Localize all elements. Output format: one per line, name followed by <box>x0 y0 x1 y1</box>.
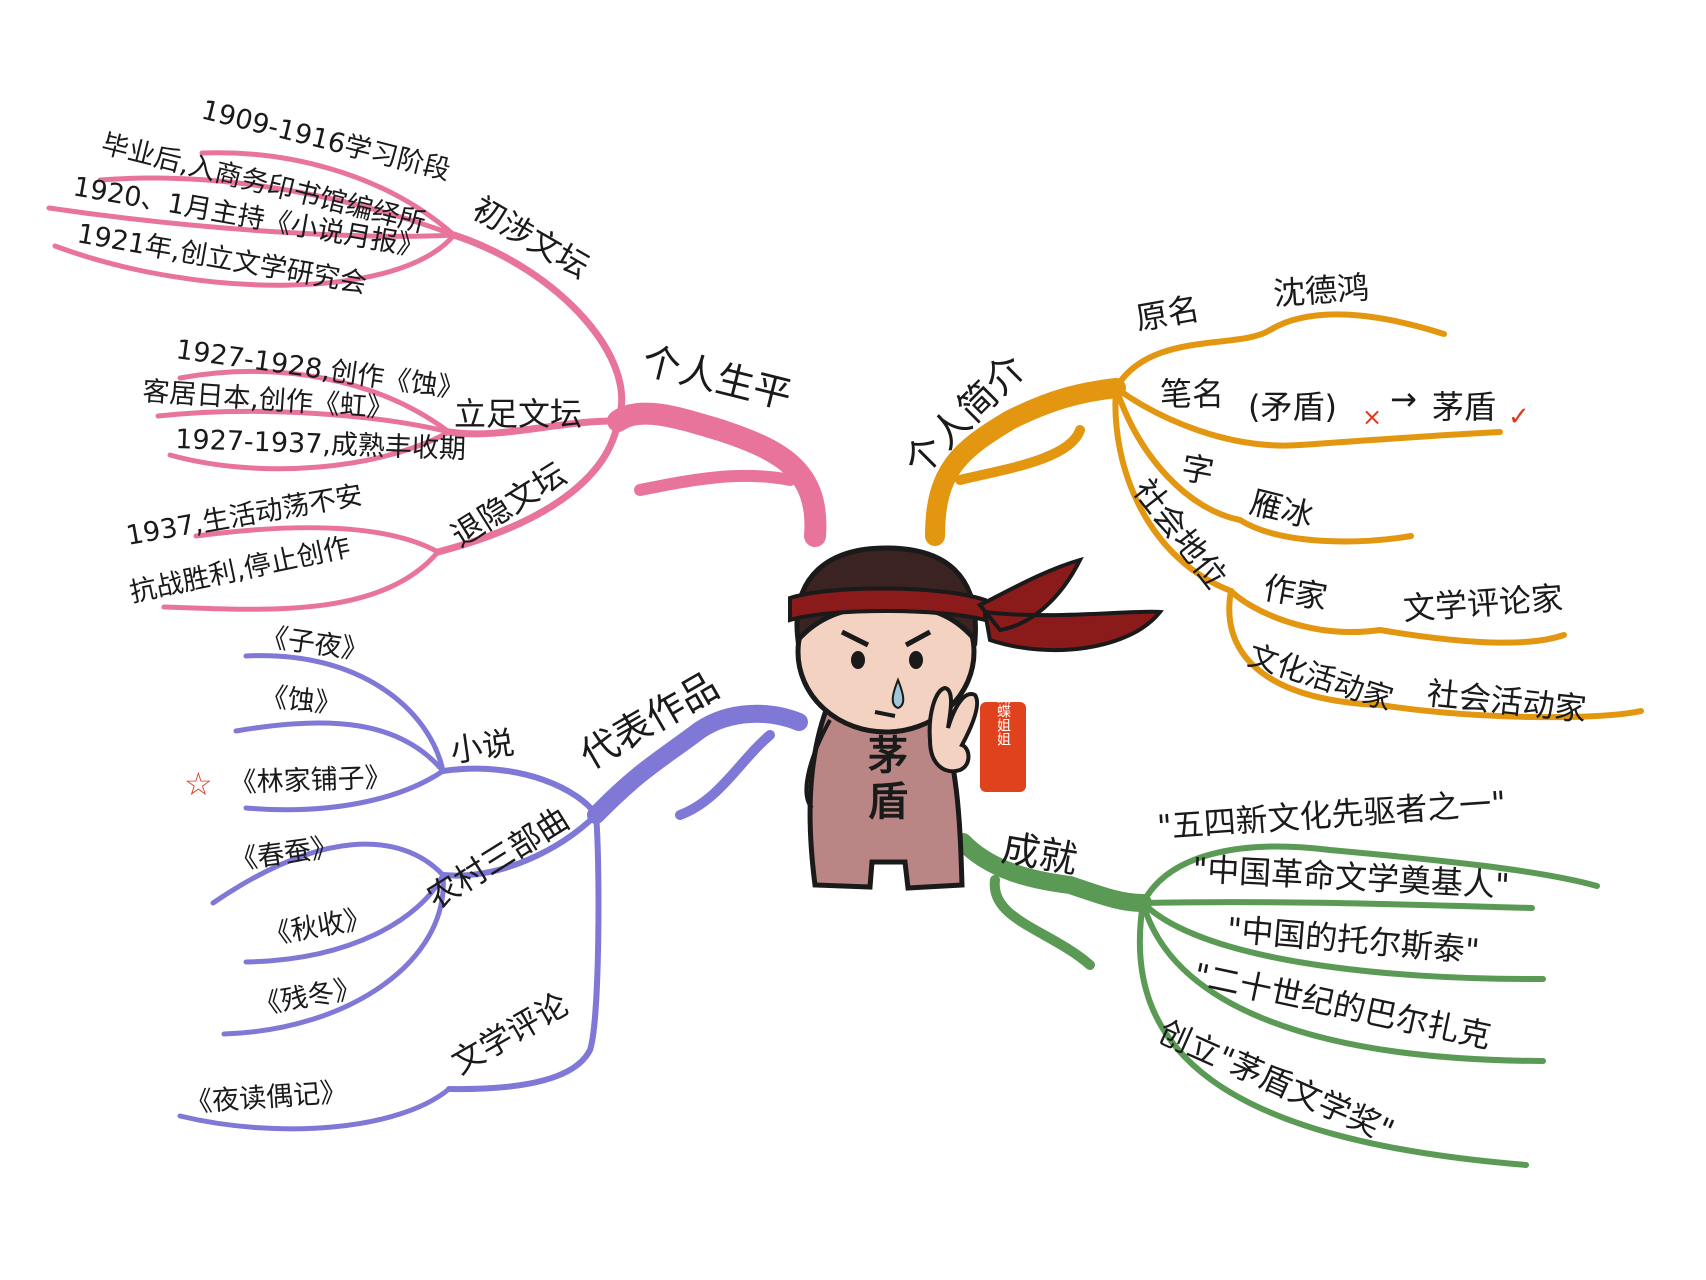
works-trunk <box>587 704 808 824</box>
profile-line-status-2 <box>1226 588 1644 721</box>
profile-status-a: 文化活动家 <box>1244 638 1397 718</box>
profile-trunk-tail <box>955 425 1085 485</box>
life-established-line <box>445 417 622 438</box>
works-trilogy-item: 《春蚕》 <box>229 831 340 877</box>
achievement-item: "五四新文化先驱者之一" <box>1156 784 1507 846</box>
branch-achievements: 成就 "五四新文化先驱者之一" "中国革命文学奠基人" "中国的托尔斯泰" "二… <box>954 784 1600 1168</box>
works-criticism-line-1 <box>177 1086 452 1132</box>
center-name: 茅盾 <box>861 734 908 826</box>
wrong-mark-icon: × <box>1362 403 1382 431</box>
svg-text:蝴蝶姐姐: 蝴蝶姐姐 <box>995 690 1011 746</box>
works-novel-item: 《林家铺子》 <box>229 762 392 799</box>
profile-status-b: 文学评论家 <box>1402 579 1564 628</box>
profile-courtesy-label: 字 <box>1179 448 1217 491</box>
branch-life: 个人生平 初涉文坛 立足文坛 退隐文坛 1909-1916学习阶段 毕业后,入商… <box>46 95 827 612</box>
life-est-line-2 <box>155 408 452 435</box>
life-early-line-2 <box>97 175 457 238</box>
achievements-line-3 <box>1140 900 1546 983</box>
achievements-line-4 <box>1140 900 1546 1064</box>
sweat-drop-icon <box>891 677 905 710</box>
profile-pen-arrow: → <box>1390 380 1417 418</box>
life-early-line-3 <box>46 205 457 239</box>
profile-trunk <box>925 378 1126 546</box>
profile-original-label: 原名 <box>1133 289 1203 338</box>
character-brows <box>840 629 932 648</box>
works-novel-item: 《蚀》 <box>259 681 343 720</box>
works-trilogy-line <box>440 812 599 879</box>
life-est-line-3 <box>167 429 452 472</box>
achievement-item: 创立"茅盾文学奖" <box>1153 1013 1400 1151</box>
profile-line-original <box>1113 311 1447 391</box>
works-novel-line-2 <box>233 720 446 774</box>
profile-line-courtesy <box>1113 385 1414 545</box>
check-mark-icon: ✓ <box>1508 402 1530 432</box>
life-est-line-1 <box>177 369 452 435</box>
life-early-line-4 <box>52 232 457 288</box>
life-established-label: 立足文坛 <box>454 395 582 433</box>
works-novels-label: 小说 <box>448 723 517 770</box>
star-icon: ☆ <box>184 765 213 803</box>
works-spine <box>440 765 602 1093</box>
achievements-trunk <box>954 833 1152 912</box>
achievements-line-1 <box>1140 843 1600 906</box>
works-trilogy-label: 农村三部曲 <box>420 800 576 917</box>
profile-status-b: 社会活动家 <box>1425 674 1588 729</box>
profile-pen-wrong: (矛盾) <box>1248 388 1337 426</box>
works-novel-line-1 <box>243 653 446 774</box>
achievements-line-5 <box>1136 900 1529 1168</box>
life-early-line-1 <box>199 150 457 238</box>
artist-seal: 蝴蝶姐姐 <box>980 690 1026 792</box>
works-criticism-label: 文学评论 <box>445 985 575 1082</box>
center-character: 茅盾 <box>788 545 1164 891</box>
profile-status-a: 作家 <box>1261 568 1331 617</box>
achievements-line-2 <box>1140 899 1535 911</box>
profile-pen-label: 笔名 <box>1160 375 1224 413</box>
life-est-item: 1927-1937,成熟丰收期 <box>175 424 467 465</box>
works-trilogy-line-2 <box>243 872 446 965</box>
profile-line-pen <box>1113 385 1503 449</box>
branch-profile: 个人简介 原名 沈德鸿 笔名 (矛盾) × → 茅盾 ✓ 字 雁冰 社会地位 作… <box>895 268 1644 729</box>
character-arm <box>804 719 832 810</box>
profile-pen-right: 茅盾 <box>1432 388 1496 426</box>
works-criticism-item: 《夜读偶记》 <box>184 1077 348 1119</box>
works-trilogy-item: 《残冬》 <box>252 973 364 1022</box>
life-trunk-tail <box>634 469 796 496</box>
character-eye-left <box>851 651 865 669</box>
achievements-trunk-tail <box>989 875 1095 970</box>
achievement-item: "中国革命文学奠基人" <box>1192 850 1511 905</box>
profile-line-status <box>1112 385 1567 646</box>
peace-sign-hand <box>927 685 980 774</box>
branch-works: 代表作品 小说 农村三部曲 文学评论 《子夜》 《蚀》 ☆ 《林家铺子》 《春蚕… <box>177 621 808 1132</box>
life-ret-line-1 <box>193 525 441 555</box>
works-trilogy-line-1 <box>210 841 446 906</box>
works-trilogy-line-3 <box>221 872 446 1037</box>
achievement-item: "中国的托尔斯泰" <box>1225 910 1481 970</box>
headband-tail <box>976 556 1164 653</box>
character-eye-right <box>909 651 923 669</box>
life-ret-line-2 <box>161 549 441 612</box>
profile-original-value: 沈德鸿 <box>1272 268 1370 313</box>
character-mouth <box>874 710 896 718</box>
works-trunk-tail <box>675 730 775 820</box>
works-novel-line-3 <box>243 768 446 813</box>
life-trunk <box>607 402 827 547</box>
